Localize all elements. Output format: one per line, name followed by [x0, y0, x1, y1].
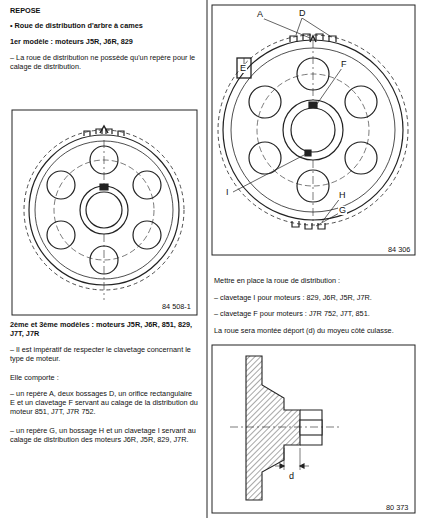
note-text: – La roue de distribution ne possède qu'… — [10, 53, 198, 71]
model-heading: 2ème et 3ème modèles : moteurs J5R, J6R,… — [10, 320, 200, 338]
callout-letter: H — [338, 191, 347, 200]
figure-number: 80 373 — [386, 503, 408, 512]
instruction-text: – clavetage I pour moteurs : 829, J6R, J… — [214, 293, 414, 302]
callout-letter: F — [340, 60, 348, 69]
note-text: – Il est impératif de respecter le clave… — [10, 345, 198, 363]
callout-letter: A — [256, 10, 264, 19]
callout-letter: D — [298, 9, 307, 18]
figure-number: 84 306 — [388, 245, 410, 254]
note-text: Elle comporte : — [10, 373, 200, 382]
callout-letter: I — [225, 188, 230, 197]
section-heading: REPOSE — [10, 6, 190, 15]
model-heading: 1er modèle : moteurs J5R, J6R, 829 — [10, 37, 200, 46]
instruction-text: La roue sera montée déport (d) du moyeu … — [214, 326, 414, 335]
note-text: – un repère G, un bossage H et un clavet… — [10, 426, 198, 444]
instruction-text: Mettre en place la roue de distribution … — [214, 276, 414, 285]
instruction-text: – clavetage F pour moteurs : J7R 752, J7… — [214, 309, 414, 318]
callout-letter: E — [239, 64, 247, 73]
sub-heading: • Roue de distribution d'arbre à cames — [10, 21, 200, 30]
figure-number: 84 508-1 — [162, 302, 191, 311]
callout-letter: G — [338, 206, 347, 215]
dimension-label: d — [288, 472, 295, 481]
note-text: – un repère A, deux bossages D, un orifi… — [10, 389, 198, 416]
